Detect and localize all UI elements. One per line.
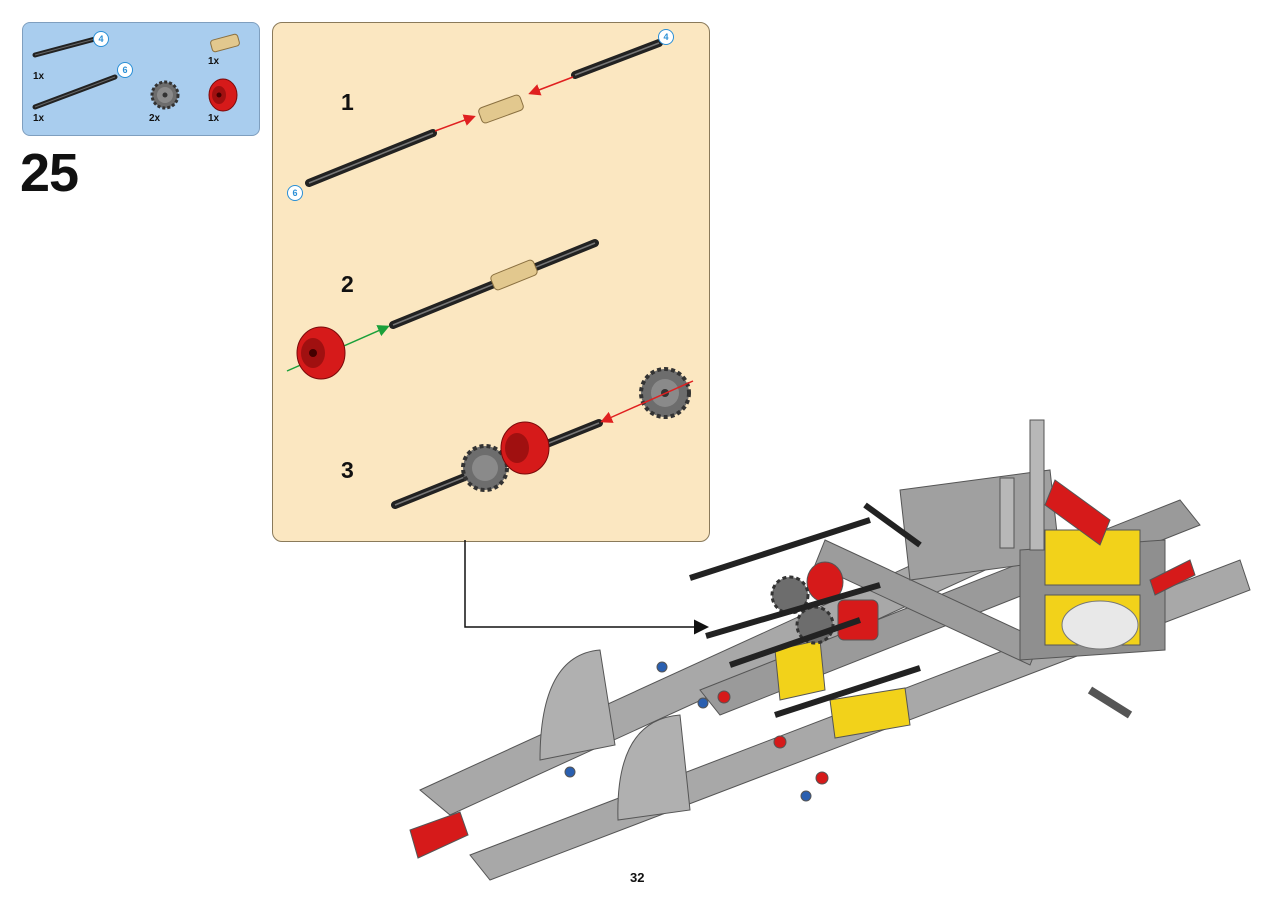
axle-connector-part — [210, 33, 240, 53]
qty-gear: 2x — [149, 113, 161, 124]
substep-length-badge-4: 4 — [658, 29, 674, 45]
page-number: 32 — [630, 870, 645, 885]
length-badge-4: 4 — [93, 31, 109, 47]
qty-axle-6: 1x — [33, 113, 45, 124]
axle-6-part — [32, 74, 118, 110]
qty-axle-connector: 1x — [208, 56, 220, 67]
substep-1-illustration — [305, 39, 663, 187]
qty-red-hub: 1x — [208, 113, 220, 124]
substep-3-illustration — [391, 367, 694, 509]
substep-2-illustration — [286, 239, 599, 380]
gear-part — [150, 80, 180, 110]
parts-illustrations — [32, 33, 240, 112]
substep-2-label: 2 — [341, 271, 354, 297]
length-badge-6: 6 — [117, 62, 133, 78]
substep-illustrations — [286, 39, 694, 509]
axle-4-part — [32, 36, 98, 58]
step-number: 25 — [20, 143, 79, 203]
substep-1-label: 1 — [341, 89, 354, 115]
qty-axle-4: 1x — [33, 71, 45, 82]
parts-list-box: 1x 1x 2x 1x 1x 4 6 — [22, 22, 260, 136]
substep-3-label: 3 — [341, 457, 354, 483]
substep-length-badge-6: 6 — [287, 185, 303, 201]
substep-panel: 1 2 3 4 6 — [272, 22, 710, 542]
callout-connector-arrow — [464, 540, 709, 635]
red-hub-part — [208, 78, 238, 112]
